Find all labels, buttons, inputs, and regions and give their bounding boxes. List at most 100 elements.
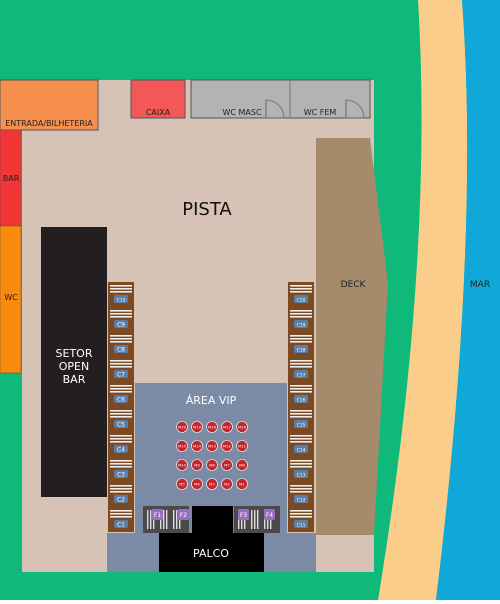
vip-table-m16[interactable]: M16 xyxy=(236,421,248,433)
cabin-seat-line xyxy=(290,513,312,515)
cabin-label: C15 xyxy=(297,423,306,429)
entrada-label: ENTRADA/BILHETERIA xyxy=(5,119,93,128)
vip-table-m17[interactable]: M17 xyxy=(221,421,233,433)
cabin-c2[interactable]: C2 xyxy=(110,485,132,504)
vip-table-m5[interactable]: M5 xyxy=(176,478,188,490)
front-cabin-f2[interactable]: F2 xyxy=(178,509,189,520)
vip-table-circle xyxy=(176,478,188,490)
vip-table-label: M7 xyxy=(224,463,230,468)
cabin-seat-line xyxy=(110,441,132,443)
vip-table-m14[interactable]: M14 xyxy=(191,440,203,452)
cabin-c20[interactable]: C20 xyxy=(290,285,312,304)
cabin-seat-line xyxy=(290,463,312,465)
cabin-seat-line xyxy=(110,391,132,393)
cabin-c19[interactable]: C19 xyxy=(290,310,312,329)
cabin-c5[interactable]: C5 xyxy=(110,410,132,429)
vip-table-label: M19 xyxy=(193,425,202,430)
vip-table-circle xyxy=(236,421,248,433)
front-cabin-f3[interactable]: F3 xyxy=(238,509,249,520)
cabin-seat-line xyxy=(110,510,132,512)
vip-table-m2[interactable]: M2 xyxy=(221,478,233,490)
cabin-c12[interactable]: C12 xyxy=(290,485,312,504)
vip-table-m10[interactable]: M10 xyxy=(176,459,188,471)
vip-table-circle xyxy=(191,478,203,490)
front-cabin-line xyxy=(150,510,152,529)
caixa-booth[interactable] xyxy=(130,79,186,119)
vip-table-m18[interactable]: M18 xyxy=(206,421,218,433)
cabin-seat-line xyxy=(290,510,312,512)
cabin-c3[interactable]: C3 xyxy=(110,460,132,479)
cabin-c9[interactable]: C9 xyxy=(110,310,132,329)
cabin-badge xyxy=(114,395,128,403)
front-cabin-f1[interactable]: F1 xyxy=(152,509,163,520)
vip-table-m20[interactable]: M20 xyxy=(176,421,188,433)
entrada-bilheteria[interactable] xyxy=(0,79,99,131)
vip-table-m3[interactable]: M3 xyxy=(206,478,218,490)
cabin-seat-line xyxy=(290,288,312,290)
cabin-seat-line xyxy=(110,385,132,387)
vip-table-m13[interactable]: M13 xyxy=(206,440,218,452)
vip-table-m15[interactable]: M15 xyxy=(176,440,188,452)
cabin-label: C8 xyxy=(117,347,125,354)
cabin-c16[interactable]: C16 xyxy=(290,385,312,404)
palco-stage[interactable] xyxy=(159,533,264,572)
vip-table-circle xyxy=(206,478,218,490)
cabin-c14[interactable]: C14 xyxy=(290,435,312,454)
cabin-seat-line xyxy=(110,438,132,440)
wc-side-area[interactable] xyxy=(0,225,22,374)
vip-table-m8[interactable]: M8 xyxy=(206,459,218,471)
cabin-c10[interactable]: C10 xyxy=(110,285,132,304)
cabin-badge xyxy=(294,395,308,403)
cabin-seat-line xyxy=(290,391,312,393)
vip-table-m6[interactable]: M6 xyxy=(236,459,248,471)
front-cabin-line xyxy=(251,510,253,529)
cabin-c1[interactable]: C1 xyxy=(110,510,132,529)
vip-table-m4[interactable]: M4 xyxy=(191,478,203,490)
vip-table-circle xyxy=(206,421,218,433)
cabin-c15[interactable]: C15 xyxy=(290,410,312,429)
cabin-c18[interactable]: C18 xyxy=(290,335,312,354)
vip-table-m1[interactable]: M1 xyxy=(236,478,248,490)
cabin-badge xyxy=(114,320,128,328)
vip-table-label: M10 xyxy=(178,463,187,468)
vip-table-m9[interactable]: M9 xyxy=(191,459,203,471)
beach-sand xyxy=(378,0,468,600)
setor-open-bar[interactable] xyxy=(41,227,107,497)
front-cabins: F1 F2 F3 F4 xyxy=(143,506,280,533)
cabin-seat-line xyxy=(290,316,312,318)
cabin-seat-line xyxy=(290,291,312,293)
cabin-seat-line xyxy=(110,466,132,468)
open-bar-label-3: BAR xyxy=(63,373,86,386)
vip-table-circle xyxy=(236,459,248,471)
cabin-seat-line xyxy=(110,360,132,362)
front-cabin-f4[interactable]: F4 xyxy=(264,509,275,520)
vip-table-m19[interactable]: M19 xyxy=(191,421,203,433)
wc-masc-door-icon xyxy=(265,99,285,119)
cabin-badge xyxy=(294,420,308,428)
cabin-c11[interactable]: C11 xyxy=(290,510,312,529)
cabin-c8[interactable]: C8 xyxy=(110,335,132,354)
vip-table-label: M12 xyxy=(223,444,232,449)
vip-table-label: M17 xyxy=(223,425,232,430)
vip-table-label: M4 xyxy=(194,482,200,487)
cabin-seat-line xyxy=(110,463,132,465)
cabin-c6[interactable]: C6 xyxy=(110,385,132,404)
cabin-c17[interactable]: C17 xyxy=(290,360,312,379)
wc-block[interactable] xyxy=(190,79,371,119)
cabin-seat-line xyxy=(110,313,132,315)
vip-table-m11[interactable]: M11 xyxy=(236,440,248,452)
cabin-label: C9 xyxy=(117,322,125,329)
vip-table-circle xyxy=(176,421,188,433)
cabin-seat-line xyxy=(110,366,132,368)
cabin-c13[interactable]: C13 xyxy=(290,460,312,479)
cabin-c7[interactable]: C7 xyxy=(110,360,132,379)
vip-table-label: M2 xyxy=(224,482,230,487)
vip-table-m12[interactable]: M12 xyxy=(221,440,233,452)
vip-table-label: M1 xyxy=(239,482,245,487)
open-bar-label-2: OPEN xyxy=(59,360,89,373)
cabin-seat-line xyxy=(290,485,312,487)
vip-table-m7[interactable]: M7 xyxy=(221,459,233,471)
deck-area xyxy=(316,138,388,535)
cabin-c4[interactable]: C4 xyxy=(110,435,132,454)
